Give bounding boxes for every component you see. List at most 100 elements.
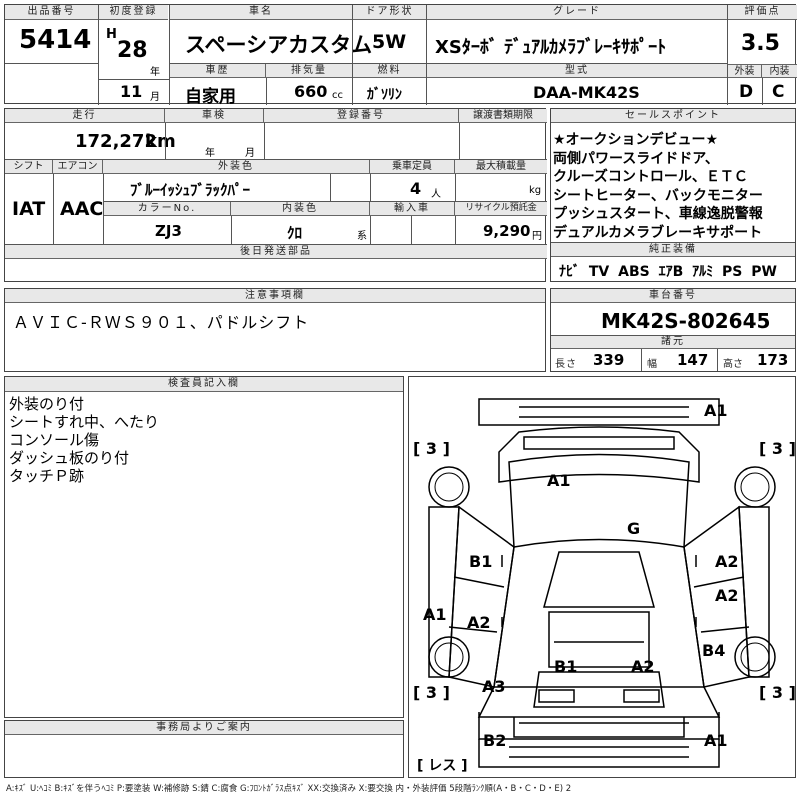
- ext-color: ﾌﾞﾙｰｲｯｼｭﾌﾞﾗｯｸﾊﾟｰ: [130, 181, 251, 199]
- lot-no: 5414: [19, 25, 92, 55]
- sales-point-line: 両側パワースライドドア、: [553, 150, 719, 167]
- tire-rear-right: [ 3 ]: [759, 683, 796, 702]
- sales-point-line: プッシュスタート、車線逸脱警報: [553, 206, 763, 222]
- header-panel: 出品番号 5414 初度登録 H 28 年 11 月 車名 スペーシアカスタム …: [4, 4, 797, 107]
- notes-panel: 注意事項欄 ＡＶＩＣ-ＲＷＳ９０１、パドルシフト: [4, 288, 546, 372]
- max-load-unit: kg: [529, 185, 542, 196]
- recycle: 9,290: [483, 222, 531, 240]
- mark-left-front-door: B1: [469, 552, 493, 571]
- details-panel: 走行 車検 登録番号 譲渡書類期限 172,272 km 年 月 シフト エアコ…: [4, 108, 547, 282]
- ext-color-label: 外装色: [103, 160, 370, 174]
- era: H: [106, 27, 117, 42]
- inspector-notes: 外装のり付 シートすれ中、へたり コンソール傷 ダッシュ板のり付 タッチＰ跡: [9, 395, 159, 485]
- fuel-label: 燃料: [353, 64, 426, 78]
- car-name: スペーシアカスタム: [185, 33, 373, 57]
- reg-year: 28: [117, 38, 148, 63]
- car-history: 自家用: [185, 87, 236, 107]
- int-color-label: 内装色: [231, 202, 370, 216]
- model-label: 型式: [427, 64, 727, 78]
- equipment-item: ｱﾙﾐ: [692, 264, 714, 280]
- sales-point-line: シートヒーター、バックモニター: [553, 187, 763, 204]
- displacement: 660: [294, 82, 328, 101]
- exterior-grade: D: [739, 82, 754, 102]
- spare-tire: [ レス ]: [417, 758, 468, 774]
- door-type: 5W: [372, 31, 407, 53]
- color-no-label: カラーNo.: [104, 202, 231, 216]
- equipment-list: ﾅﾋﾞ TV ABS ｴｱB ｱﾙﾐ PS PW: [559, 261, 777, 281]
- mileage-unit: km: [145, 131, 176, 152]
- later-parts-label: 後日発送部品: [5, 245, 547, 259]
- interior-label: 内装: [762, 64, 797, 78]
- reg-month: 11: [120, 82, 143, 101]
- sales-points-label: セールスポイント: [551, 109, 795, 123]
- mark-rear-right: A2: [631, 657, 655, 676]
- inspector-line: シートすれ中、へたり: [9, 413, 160, 431]
- inspection-month-unit: 月: [245, 148, 255, 159]
- mark-left-rear-quarter: A3: [482, 677, 506, 696]
- interior-grade: C: [772, 82, 785, 102]
- transfer-label: 譲渡書類期限: [459, 109, 547, 123]
- inspector-line: コンソール傷: [9, 431, 100, 449]
- mark-left-rear-door: A2: [467, 613, 491, 632]
- sales-points-panel: セールスポイント ★オークションデビュー★ 両側パワースライドドア、 クルーズコ…: [550, 108, 796, 282]
- equipment-item: ｴｱB: [658, 264, 684, 280]
- capacity-unit: 人: [431, 189, 441, 200]
- ac-label: エアコン: [53, 160, 103, 174]
- spec-label: 諸元: [551, 336, 795, 349]
- office-panel: 事務局よりご案内: [4, 720, 404, 778]
- legend: A:ｷｽﾞ U:ﾍｺﾐ B:ｷｽﾞを伴うﾍｺﾐ P:要塗装 W:補修跡 S:錆 …: [6, 784, 572, 794]
- equipment-item: PS: [722, 264, 743, 280]
- length-value: 339: [593, 351, 625, 369]
- inspector-line: タッチＰ跡: [9, 467, 85, 485]
- door-label: ドア形状: [353, 5, 426, 20]
- recycle-unit: 円: [532, 231, 542, 242]
- mark-left-front-fender: A1: [423, 605, 447, 624]
- mark-right-rear-quarter: B4: [702, 641, 726, 660]
- mark-right-rear-door: A2: [715, 586, 739, 605]
- tire-rear-left: [ 3 ]: [413, 683, 450, 702]
- inspection-year-unit: 年: [205, 148, 215, 159]
- score-label: 評価点: [728, 5, 797, 20]
- int-color-unit: 系: [357, 231, 367, 242]
- mark-rear-bumper-right: A1: [704, 731, 728, 750]
- shift-label: シフト: [5, 160, 53, 174]
- office-label: 事務局よりご案内: [5, 721, 403, 735]
- fuel-type: ｶﾞｿﾘﾝ: [367, 87, 402, 103]
- int-color: ｸﾛ: [287, 224, 303, 242]
- chassis-label: 車台番号: [551, 289, 795, 303]
- ac: AAC: [60, 198, 104, 220]
- equipment-item: TV: [588, 264, 610, 280]
- sales-point-line: ★オークションデビュー★: [553, 132, 719, 148]
- month-unit: 月: [150, 92, 160, 103]
- height-label: 高さ: [723, 359, 743, 370]
- grade-label: グレード: [427, 5, 727, 20]
- car-history-label: 車歴: [170, 64, 266, 78]
- equipment-item: PW: [751, 264, 777, 280]
- tire-front-left: [ 3 ]: [413, 439, 450, 458]
- mileage-label: 走行: [5, 109, 165, 123]
- exterior-label: 外装: [728, 64, 762, 78]
- reg-no-label: 登録番号: [264, 109, 459, 123]
- tire-front-right: [ 3 ]: [759, 439, 796, 458]
- mark-rear-bumper-left: B2: [483, 731, 507, 750]
- equipment-label: 純正装備: [551, 243, 795, 257]
- sales-point-line: クルーズコントロール、ＥＴＣ: [553, 169, 748, 185]
- inspector-panel: 検査員記入欄 外装のり付 シートすれ中、へたり コンソール傷 ダッシュ板のり付 …: [4, 376, 404, 718]
- color-no: ZJ3: [155, 222, 182, 240]
- chassis-panel: 車台番号 MK42S-802645 諸元 長さ 339 幅 147 高さ 173: [550, 288, 796, 372]
- displacement-unit: cc: [332, 90, 343, 101]
- capacity-label: 乗車定員: [370, 160, 455, 174]
- sales-points-list: ★オークションデビュー★ 両側パワースライドドア、 クルーズコントロール、ＥＴＣ…: [553, 131, 763, 242]
- equipment-item: ABS: [618, 264, 650, 280]
- mileage: 172,272: [75, 131, 157, 152]
- inspection-label: 車検: [165, 109, 264, 123]
- length-label: 長さ: [555, 359, 577, 370]
- width-label: 幅: [647, 359, 658, 370]
- mark-right-front-door: A2: [715, 552, 739, 571]
- mark-roof: G: [627, 519, 641, 538]
- recycle-label: リサイクル預託金: [455, 202, 547, 216]
- car-name-label: 車名: [170, 5, 352, 20]
- inspector-line: ダッシュ板のり付: [9, 449, 130, 467]
- import-label: 輸入車: [370, 202, 455, 216]
- year-unit: 年: [150, 67, 160, 78]
